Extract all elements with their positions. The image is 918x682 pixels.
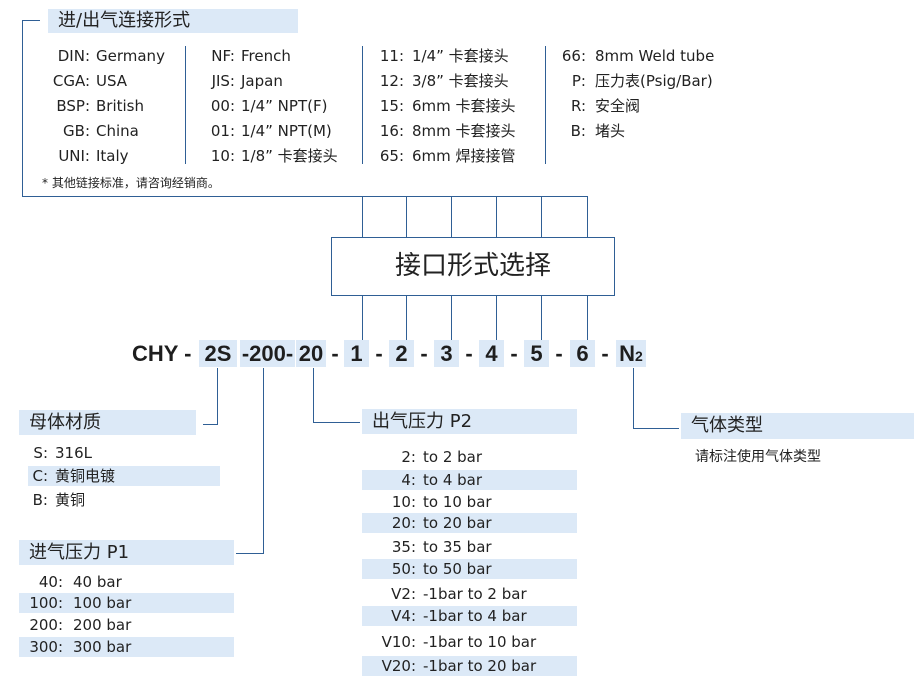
code-dash: - [510,341,518,366]
inlet-pressure-title: 进气压力 P1 [19,540,234,565]
interface-selection-label: 接口形式选择 [394,251,551,281]
code-inlet-pressure: -200- [240,340,295,367]
gas-type-note: 请标注使用气体类型 [695,449,821,465]
interface-selection-box: 接口形式选择 [331,237,615,296]
code-dash: - [331,341,339,366]
code-gas-type: N2 [616,340,646,367]
connection-note: * 其他链接标准，请咨询经销商。 [42,176,220,190]
list-item: V4:-1bar to 4 bar [362,606,577,626]
code-outlet-pressure: 20 [296,340,326,367]
list-item: 40:40 bar [38,573,122,591]
code-dash: - [375,341,383,366]
code-port-3: 3 [434,340,459,367]
outlet-pressure-title: 出气压力 P2 [362,409,577,434]
list-item: 100:100 bar [19,593,234,613]
list-item: V10:-1bar to 10 bar [381,633,537,651]
list-item: 35:to 35 bar [391,538,492,556]
list-item: 2:to 2 bar [401,448,483,466]
code-port-4: 4 [479,340,504,367]
code-prefix: CHY - [132,341,192,366]
list-item: 20:to 20 bar [362,513,577,533]
body-material-title: 母体材质 [19,410,196,435]
code-material: 2S [199,340,237,367]
connection-title: 进/出气连接形式 [48,9,298,33]
code-dash: - [555,341,563,366]
code-port-1: 1 [344,340,369,367]
list-item: V2:-1bar to 2 bar [391,585,527,603]
code-dash: - [601,341,609,366]
list-item: B:黄铜 [32,491,86,509]
code-port-2: 2 [389,340,414,367]
list-item: S:316L [33,444,92,462]
list-item: V20:-1bar to 20 bar [362,656,577,676]
list-item: 50:to 50 bar [362,559,577,579]
code-port-6: 6 [570,340,595,367]
code-port-5: 5 [524,340,549,367]
list-item: 4:to 4 bar [362,470,577,490]
list-item: 300:300 bar [19,637,234,657]
gas-type-title: 气体类型 [681,413,914,439]
code-dash: - [465,341,473,366]
code-dash: - [420,341,428,366]
list-item: 200:200 bar [29,616,132,634]
list-item: 10:to 10 bar [391,493,492,511]
list-item: C:黄铜电镀 [28,466,220,486]
